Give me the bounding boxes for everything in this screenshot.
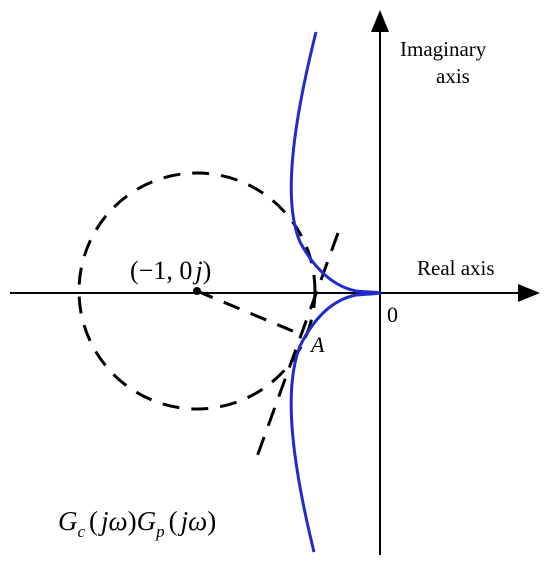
critical-point-dot <box>193 287 201 295</box>
imaginary-axis-arrowhead <box>371 10 389 32</box>
critical-point-j: j <box>192 256 202 285</box>
gc-jw: jω <box>98 506 128 536</box>
gp-close-paren: ) <box>207 506 216 536</box>
gp-subscript: p <box>155 522 165 541</box>
real-axis-label: Real axis <box>417 256 495 280</box>
real-axis-arrowhead <box>518 284 540 302</box>
imaginary-axis-label-line1: Imaginary <box>400 37 487 61</box>
imaginary-axis-label-line2: axis <box>436 64 470 88</box>
tangent-line <box>252 232 340 466</box>
point-a-label: A <box>309 332 325 357</box>
gc-close-paren: ) <box>128 506 137 536</box>
gp-jw: jω <box>178 506 208 536</box>
critical-point-open-paren: ( <box>130 256 139 285</box>
gp-symbol: G <box>137 506 157 536</box>
gc-open-paren: ( <box>89 506 98 536</box>
gp-open-paren: ( <box>169 506 178 536</box>
transfer-function-label: Gc(jω)Gp(jω) <box>58 506 216 541</box>
gc-symbol: G <box>58 506 78 536</box>
critical-point-close-paren: ) <box>203 256 212 285</box>
origin-label: 0 <box>387 302 398 327</box>
gc-subscript: c <box>78 522 86 541</box>
nyquist-curve-lower <box>289 291 382 553</box>
critical-point-value: −1, 0 <box>139 256 193 285</box>
unit-circle <box>77 171 317 411</box>
nyquist-curve-upper <box>289 31 382 295</box>
radius-line <box>196 289 308 339</box>
